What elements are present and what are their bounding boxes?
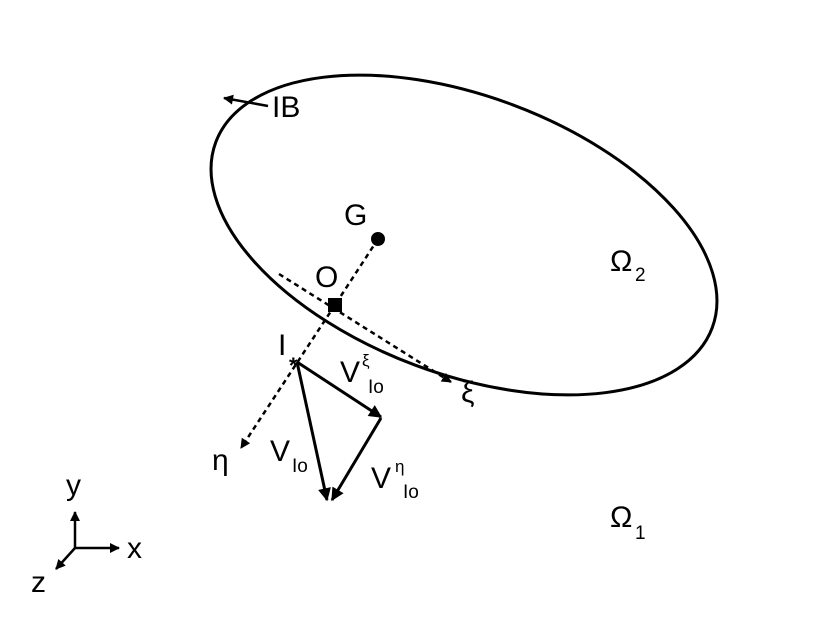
svg-text:Io: Io (403, 482, 419, 503)
point-i-label: I (278, 329, 286, 362)
svg-text:Io: Io (368, 377, 384, 398)
domain-outer-label: Ω 1 (610, 501, 646, 544)
svg-text:ξ: ξ (362, 351, 370, 370)
velocity-label: V Io (270, 435, 308, 477)
axis-x-label: x (127, 532, 142, 565)
centroid-point (371, 232, 385, 246)
xi-axis-dashed (278, 272, 452, 384)
velocity-xi-label: V ξ Io (340, 351, 384, 398)
domain-inner-label: Ω 2 (610, 245, 646, 286)
velocity-xi-vector (296, 360, 383, 419)
axis-z-label: z (31, 566, 46, 599)
axis-y-label: y (66, 469, 81, 502)
eta-label: η (212, 444, 229, 477)
normal-dashed-line-inner (333, 238, 380, 306)
immersed-boundary-curve (209, 73, 719, 397)
ib-pointer-arrow (223, 94, 269, 108)
svg-text:V: V (270, 435, 290, 468)
centroid-label: G (344, 199, 367, 232)
velocity-eta-label: V η Io (371, 457, 419, 503)
velocity-eta-vector (330, 417, 383, 502)
svg-text:η: η (395, 457, 404, 476)
xi-label: ξ (461, 376, 474, 409)
svg-text:Ω: Ω (610, 245, 632, 278)
axis-z-arrow (55, 547, 76, 570)
ib-label: IB (272, 91, 300, 124)
coordinate-axes: x y z (31, 469, 142, 599)
velocity-vector (295, 361, 331, 502)
svg-text:1: 1 (635, 523, 646, 544)
eta-axis-dashed (239, 304, 337, 449)
svg-text:2: 2 (635, 265, 646, 286)
svg-text:Ω: Ω (610, 501, 632, 534)
origin-point (328, 298, 342, 312)
point-i-marker: * (289, 353, 298, 378)
origin-label: O (315, 261, 338, 294)
svg-text:V: V (340, 356, 360, 389)
svg-text:Io: Io (292, 456, 308, 477)
svg-text:V: V (371, 462, 391, 495)
